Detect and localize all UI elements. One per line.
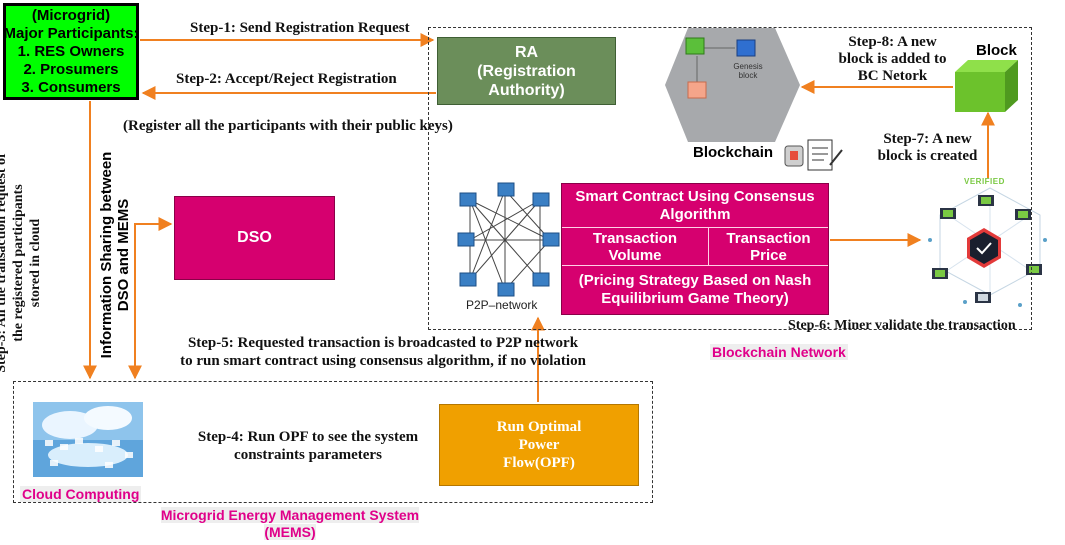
step5-label: Step-5: Requested transaction is broadca…	[158, 334, 608, 370]
blockchain-hexagon-icon	[665, 28, 800, 142]
opf-line2: Power	[518, 437, 560, 453]
step5-line2: to run smart contract using consensus al…	[180, 353, 586, 369]
info-line1: Information Sharing between	[98, 151, 115, 359]
step7-line2: block is created	[877, 148, 978, 164]
mems-label: Microgrid Energy Management System (MEMS…	[140, 507, 440, 541]
smart-contract-title: Smart Contract Using Consensus Algorithm	[562, 184, 828, 228]
block-cube-icon	[955, 60, 1018, 112]
step4-line1: Step-4: Run OPF to see the system	[197, 429, 419, 445]
step8-label: Step-8: A new block is added to BC Netor…	[830, 34, 955, 85]
contract-document-icon	[784, 139, 843, 171]
participants-title: (Microgrid)	[31, 6, 111, 24]
pricing-strategy-cell: (Pricing Strategy Based on Nash Equilibr…	[562, 266, 828, 314]
register-note: (Register all the participants with thei…	[123, 118, 453, 134]
ra-line2: (Registration	[477, 62, 576, 80]
mems-line2: (MEMS)	[264, 524, 316, 540]
price-line2: Price	[750, 246, 787, 264]
dso-mems-arrow	[128, 217, 173, 380]
genesis-line2: block	[738, 71, 758, 80]
step8-line1: Step-8: A new	[848, 34, 937, 50]
verified-label: VERIFIED	[964, 177, 1005, 186]
participant-prosumers: 2. Prosumers	[23, 60, 119, 78]
p2p-network-label: P2P–network	[466, 298, 538, 312]
participant-res-owners: 1. RES Owners	[17, 42, 125, 60]
block-label: Block	[976, 42, 1017, 59]
step8-line3: BC Netork	[857, 68, 928, 84]
step1-label: Step-1: Send Registration Request	[190, 20, 410, 36]
participant-consumers: 3. Consumers	[21, 78, 121, 96]
step7-line1: Step-7: A new	[883, 131, 972, 147]
mems-line1: Microgrid Energy Management System	[160, 507, 420, 523]
step4-label: Step-4: Run OPF to see the system constr…	[178, 428, 438, 464]
step4-line2: constraints parameters	[234, 447, 382, 463]
ra-line3: Authority)	[488, 81, 565, 99]
genesis-line1: Genesis	[733, 62, 763, 71]
transaction-row: Transaction Volume Transaction Price	[562, 228, 828, 266]
dso-box: DSO	[174, 196, 335, 280]
smart-contract-box: Smart Contract Using Consensus Algorithm…	[561, 183, 829, 315]
step7-label: Step-7: A new block is created	[870, 131, 985, 165]
p2p-network-icon	[457, 182, 560, 297]
transaction-volume-cell: Transaction Volume	[562, 228, 709, 265]
volume-line2: Volume	[608, 246, 662, 264]
step3-line3: stored in cloud	[28, 218, 43, 308]
mems-boundary	[13, 381, 653, 503]
opf-box: Run Optimal Power Flow(OPF)	[439, 404, 639, 486]
cloud-computing-icon	[33, 402, 143, 477]
cloud-computing-label: Cloud Computing	[20, 486, 142, 502]
registration-authority-box: RA (Registration Authority)	[437, 37, 616, 105]
step3-line2: the registered participants	[11, 184, 26, 342]
step3-line1: Step-3: All the transaction request of	[0, 153, 9, 373]
opf-line3: Flow(OPF)	[503, 455, 575, 471]
info-line2: DSO and MEMS	[115, 198, 132, 312]
smart-contract-title-line1: Smart Contract Using Consensus	[575, 187, 815, 205]
miner-validation-icon	[928, 187, 1047, 307]
step5-line1: Step-5: Requested transaction is broadca…	[187, 335, 579, 351]
transaction-price-cell: Transaction Price	[709, 228, 828, 265]
ra-title: RA	[514, 43, 539, 61]
step6-label: Step-6: Miner validate the transaction	[788, 318, 1016, 333]
opf-line1: Run Optimal	[496, 419, 582, 435]
step2-label: Step-2: Accept/Reject Registration	[176, 71, 397, 87]
blockchain-network-boundary	[428, 27, 1032, 330]
step8-line2: block is added to	[838, 51, 947, 67]
participants-subtitle: Major Participants:	[3, 24, 139, 42]
step3-label: Step-3: All the transaction request of t…	[0, 123, 47, 403]
microgrid-participants-box: (Microgrid) Major Participants: 1. RES O…	[3, 3, 139, 100]
pricing-line1: (Pricing Strategy Based on Nash	[578, 272, 812, 289]
genesis-block-label: Genesis block	[733, 62, 763, 80]
blockchain-network-label: Blockchain Network	[710, 344, 848, 360]
volume-line1: Transaction	[592, 229, 678, 247]
pricing-line2: Equilibrium Game Theory)	[601, 290, 789, 307]
blockchain-label: Blockchain	[693, 144, 774, 161]
price-line1: Transaction	[726, 229, 811, 247]
info-sharing-label: Information Sharing between DSO and MEMS	[98, 125, 134, 385]
smart-contract-title-line2: Algorithm	[659, 205, 731, 223]
